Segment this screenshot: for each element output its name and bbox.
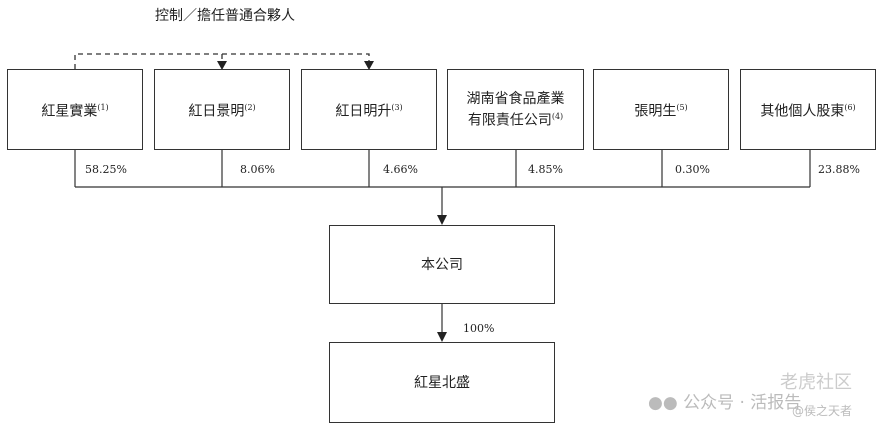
ownership-lines bbox=[74, 150, 811, 333]
watermark-wechat: ●● 公众号 · 活报告 bbox=[648, 393, 802, 413]
wechat-icon: ●● bbox=[648, 393, 678, 413]
ownership-percent: 4.85% bbox=[528, 163, 563, 176]
shareholder-box: 其他個人股東(6) bbox=[740, 69, 876, 150]
arrow-icon bbox=[437, 215, 447, 225]
shareholder-box: 湖南省食品產業有限責任公司(4) bbox=[447, 69, 584, 150]
watermark-community: 老虎社区 bbox=[780, 372, 852, 393]
shareholder-box: 紅星實業(1) bbox=[7, 69, 143, 150]
shareholder-box: 張明生(5) bbox=[593, 69, 729, 150]
subsidiary-box: 紅星北盛 bbox=[329, 342, 555, 423]
control-dashed-lines bbox=[74, 53, 370, 69]
ownership-percent: 0.30% bbox=[675, 163, 710, 176]
subsidiary-percent: 100% bbox=[463, 322, 495, 335]
arrow-icon bbox=[364, 61, 374, 70]
arrow-icon bbox=[437, 332, 447, 342]
shareholder-box: 紅日明升(3) bbox=[301, 69, 437, 150]
shareholder-box: 紅日景明(2) bbox=[154, 69, 290, 150]
control-label: 控制／擔任普通合夥人 bbox=[155, 8, 295, 24]
ownership-percent: 4.66% bbox=[383, 163, 418, 176]
ownership-percent: 8.06% bbox=[240, 163, 275, 176]
company-box: 本公司 bbox=[329, 225, 555, 304]
ownership-percent: 58.25% bbox=[85, 163, 127, 176]
arrow-icon bbox=[217, 61, 227, 70]
watermark-author: @侯之天者 bbox=[792, 404, 853, 418]
ownership-percent: 23.88% bbox=[818, 163, 860, 176]
